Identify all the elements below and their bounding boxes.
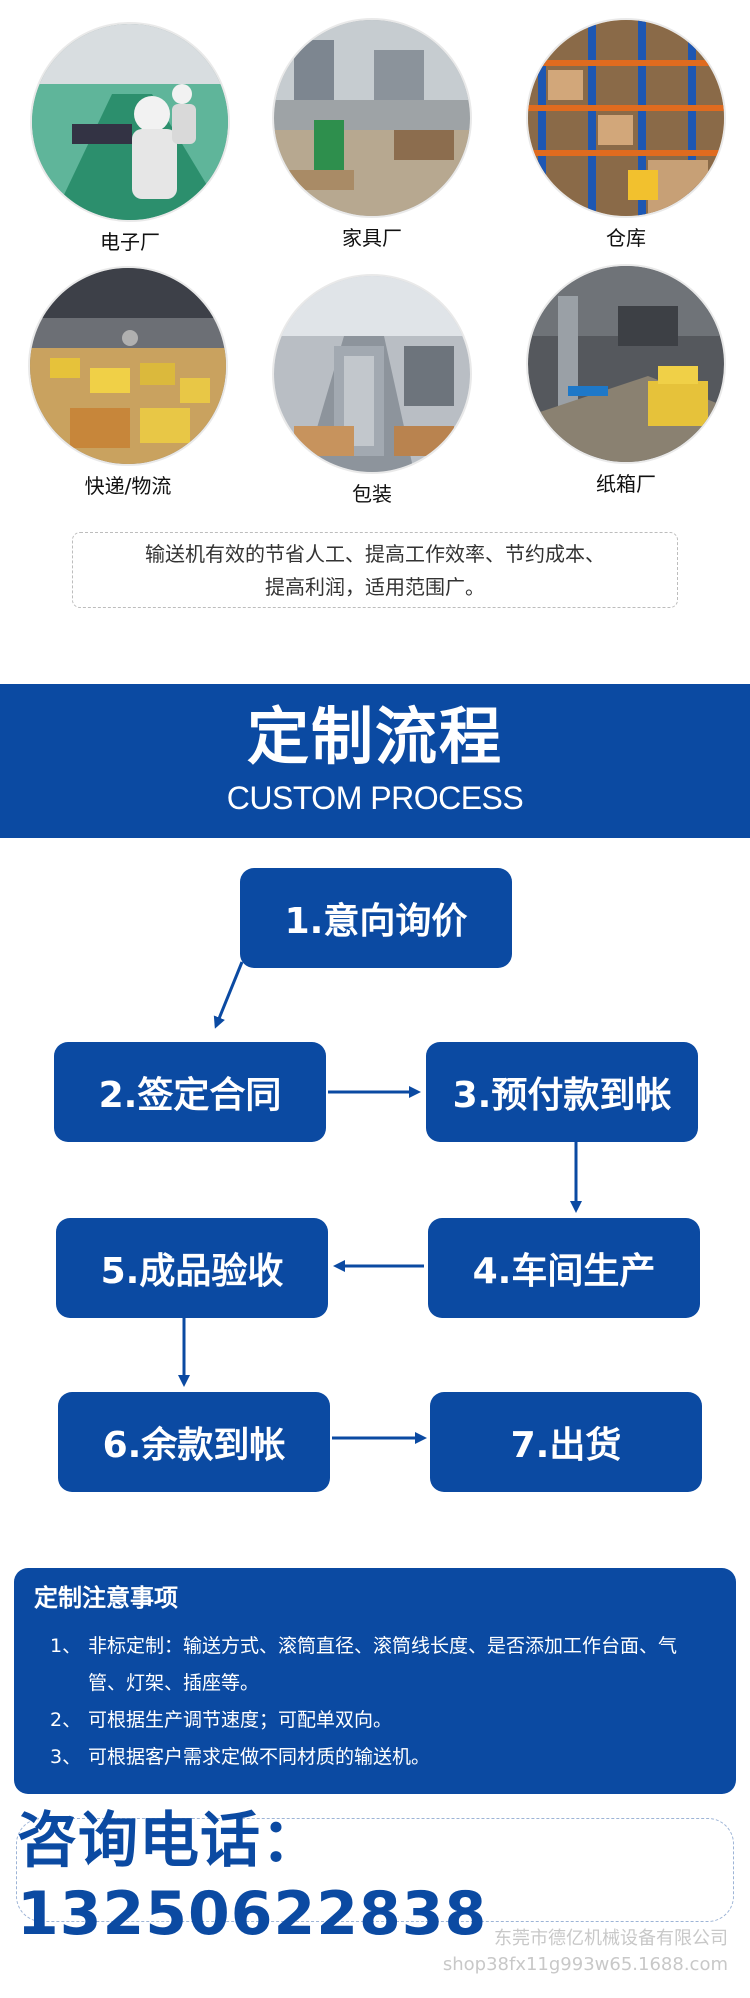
step-sign-contract: 2.签定合同 xyxy=(54,1042,326,1142)
industry-label: 纸箱厂 xyxy=(596,472,656,496)
note-text: 可根据客户需求定做不同材质的输送机。 xyxy=(88,1746,431,1768)
banner-subtitle: CUSTOM PROCESS xyxy=(226,780,524,816)
watermark-url: shop38fx11g993w65.1688.com xyxy=(442,1954,728,1975)
note-number: 1、 xyxy=(50,1635,82,1657)
industry-label: 家具厂 xyxy=(342,226,402,250)
intro-line-2: 提高利润，适用范围广。 xyxy=(265,575,485,599)
industry-label: 电子厂 xyxy=(100,230,160,254)
note-number: 2、 xyxy=(50,1709,82,1731)
step-prepayment: 3.预付款到帐 xyxy=(426,1042,698,1142)
notes-title: 定制注意事项 xyxy=(34,1584,178,1612)
note-text: 非标定制：输送方式、滚筒直径、滚筒线长度、是否添加工作台面、气管、灯架、插座等。 xyxy=(88,1635,678,1694)
industry-label: 仓库 xyxy=(606,226,646,250)
note-number: 3、 xyxy=(50,1746,82,1768)
note-item: 2、 可根据生产调节速度；可配单双向。 xyxy=(34,1702,736,1739)
industry-logistics: 快递/物流 xyxy=(30,268,226,499)
note-text: 可根据生产调节速度；可配单双向。 xyxy=(88,1709,393,1731)
step-production: 4.车间生产 xyxy=(428,1218,700,1318)
step-inspection: 5.成品验收 xyxy=(56,1218,328,1318)
industry-electronics: 电子厂 xyxy=(32,24,228,255)
step-inquiry: 1.意向询价 xyxy=(240,868,512,968)
custom-process-banner: 定制流程 CUSTOM PROCESS xyxy=(0,684,750,838)
industry-label: 包装 xyxy=(352,482,392,506)
industry-packaging: 包装 xyxy=(274,276,470,507)
industry-warehouse: 仓库 xyxy=(528,20,724,251)
consult-phone[interactable]: 咨询电话：13250622838 xyxy=(16,1806,734,1949)
industry-carton: 纸箱厂 xyxy=(528,266,724,497)
industry-furniture: 家具厂 xyxy=(274,20,470,251)
note-item: 3、 可根据客户需求定做不同材质的输送机。 xyxy=(34,1739,736,1776)
intro-line-1: 输送机有效的节省人工、提高工作效率、节约成本、 xyxy=(145,542,605,566)
step-shipping: 7.出货 xyxy=(430,1392,702,1492)
customization-notes: 定制注意事项 1、 非标定制：输送方式、滚筒直径、滚筒线长度、是否添加工作台面、… xyxy=(14,1568,736,1794)
banner-title: 定制流程 xyxy=(246,700,503,773)
carton-factory-photo xyxy=(528,266,724,462)
note-item: 1、 非标定制：输送方式、滚筒直径、滚筒线长度、是否添加工作台面、气管、灯架、插… xyxy=(34,1628,736,1702)
arrow-1-2 xyxy=(213,961,244,1029)
industry-label: 快递/物流 xyxy=(84,474,172,498)
warehouse-photo xyxy=(528,20,724,216)
step-final-payment: 6.余款到帐 xyxy=(58,1392,330,1492)
intro-box: 输送机有效的节省人工、提高工作效率、节约成本、 提高利润，适用范围广。 xyxy=(72,532,678,608)
watermark-company: 东莞市德亿机械设备有限公司 xyxy=(494,1928,728,1949)
